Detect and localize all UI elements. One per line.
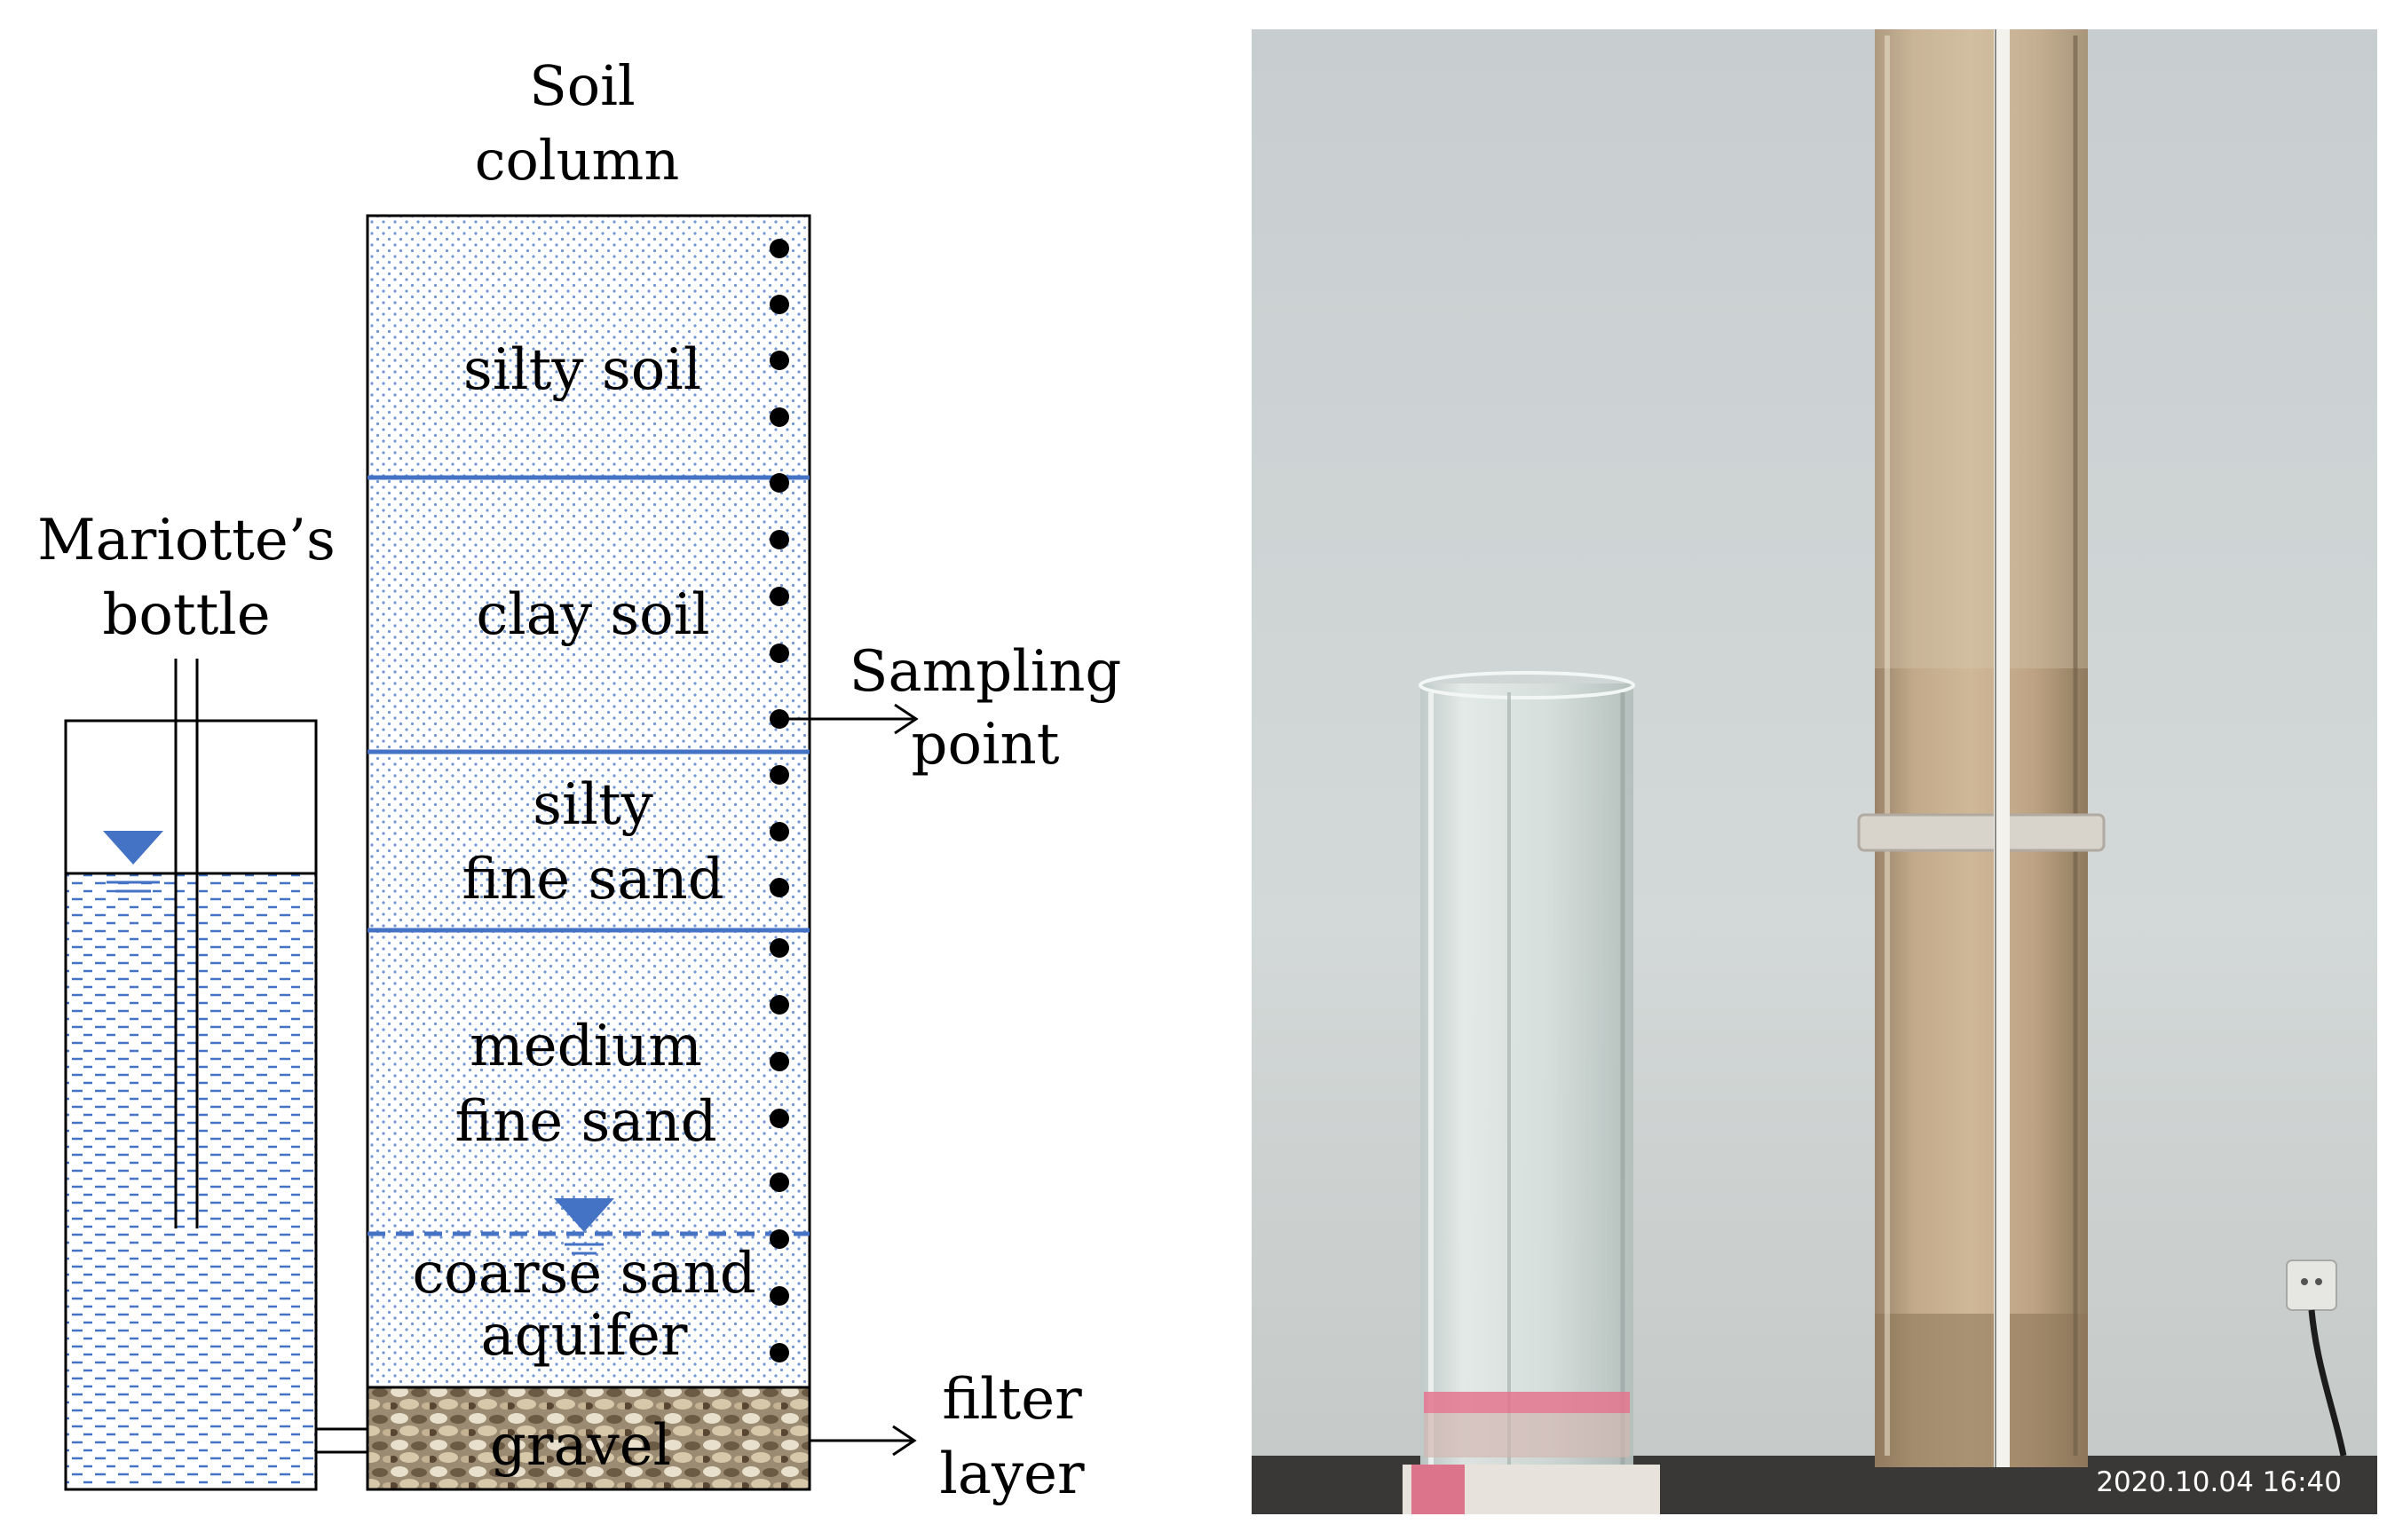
- sampling-arrow-head: [894, 703, 919, 735]
- filter-label-line1: filter: [942, 1367, 1082, 1433]
- layer-label-clay-soil: clay soil: [476, 582, 709, 648]
- gravel-layer: [368, 1387, 810, 1489]
- sampling-point-20: [770, 1343, 789, 1362]
- bottle-outline: [64, 719, 318, 1491]
- sampling-point-10: [770, 765, 789, 785]
- power-outlet: [2286, 1260, 2347, 1457]
- glass-cylinder: [1403, 671, 1660, 1514]
- sampling-point-5: [770, 473, 789, 493]
- sampling-point-17: [770, 1173, 789, 1192]
- layer-label-silty-fine-sand-1: silty: [533, 772, 653, 838]
- sampling-points: [770, 239, 789, 1362]
- schematic-diagram: Soil column silty soil clay soil silty f…: [37, 53, 1121, 1507]
- sampling-label-line1: Sampling: [850, 639, 1122, 705]
- filter-arrow-head: [892, 1425, 917, 1457]
- sampling-point-13: [770, 938, 789, 958]
- layer-label-medium-fine-sand-2: fine sand: [454, 1089, 716, 1155]
- bottle-label-line2: bottle: [102, 582, 270, 648]
- layer-label-silty-fine-sand-2: fine sand: [462, 847, 723, 912]
- water-table-marker-icon: [554, 1198, 614, 1232]
- sampling-point-11: [770, 822, 789, 841]
- sampling-point-9: [770, 709, 789, 729]
- sampling-point-18: [770, 1229, 789, 1249]
- sampling-point-2: [770, 295, 789, 314]
- measuring-tape: [1994, 29, 2010, 1467]
- photo-panel: 2020.10.04 16:40: [1252, 29, 2377, 1514]
- sampling-point-8: [770, 644, 789, 663]
- sampling-point-3: [770, 351, 789, 370]
- sampling-point-12: [770, 878, 789, 897]
- sampling-point-16: [770, 1109, 789, 1128]
- sampling-point-7: [770, 587, 789, 606]
- sampling-point-15: [770, 1052, 789, 1071]
- filter-label-line2: layer: [939, 1441, 1085, 1507]
- sampling-point-4: [770, 407, 789, 427]
- layer-label-gravel: gravel: [490, 1413, 671, 1479]
- layer-label-medium-fine-sand-1: medium: [470, 1014, 702, 1079]
- photo-timestamp: 2020.10.04 16:40: [2096, 1466, 2342, 1498]
- column-title-line2: column: [475, 128, 680, 193]
- bottle-label-line1: Mariotte’s: [37, 508, 336, 573]
- layer-label-coarse-sand-2: aquifer: [481, 1303, 688, 1369]
- sampling-point-6: [770, 530, 789, 549]
- layer-label-coarse-sand-1: coarse sand: [412, 1241, 755, 1307]
- sampling-point-14: [770, 995, 789, 1015]
- soil-tube: [1857, 29, 2106, 1467]
- connecting-pipe: [314, 1427, 369, 1454]
- sampling-point-1: [770, 239, 789, 258]
- soil-column-fill: [368, 216, 810, 1387]
- sampling-point-19: [770, 1286, 789, 1306]
- bottle-water-marker-icon: [103, 831, 163, 865]
- layer-label-silty-soil: silty soil: [463, 337, 701, 403]
- sampling-label-line2: point: [912, 712, 1060, 778]
- bottle-water: [66, 873, 316, 1489]
- soil-column-outline: [366, 214, 811, 1491]
- column-title-line1: Soil: [529, 53, 635, 118]
